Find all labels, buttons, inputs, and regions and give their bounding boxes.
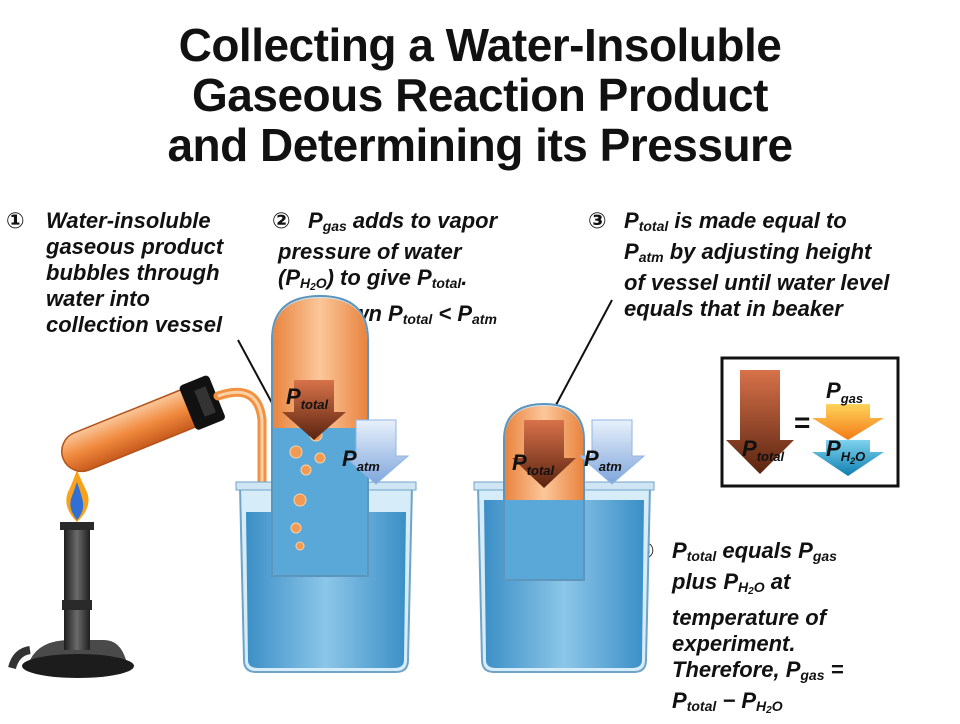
step-3-number: ③	[588, 208, 607, 233]
p-symbol: P	[624, 239, 639, 264]
box-p-total-label: Ptotal	[742, 436, 785, 464]
step-1-line: Water-insoluble	[46, 208, 211, 233]
h-subscript: H	[300, 275, 311, 291]
step-4-text-part: plus P	[672, 569, 739, 594]
step-2-number: ②	[272, 208, 291, 233]
step-4-line: experiment.	[672, 631, 796, 656]
h-subscript: H	[738, 579, 749, 595]
p-atm-label-right: Patm	[584, 446, 622, 474]
step-4-text-part: at	[764, 569, 791, 594]
step-2-text-part: < P	[432, 301, 472, 326]
bunsen-burner	[8, 522, 134, 678]
o-subscript: O	[771, 698, 783, 714]
p-atm-arrow-left	[342, 419, 410, 485]
step-4-line: temperature of	[672, 605, 827, 630]
box-p-h2o-label: PH2O	[826, 436, 865, 466]
title-line-2: Gaseous Reaction Product	[192, 69, 768, 121]
atm-subscript: atm	[638, 249, 664, 265]
gas-subscript: gas	[812, 548, 837, 564]
p-symbol: P	[624, 208, 639, 233]
two-subscript: 2	[766, 705, 772, 716]
p-symbol: P	[308, 208, 323, 233]
o-subscript: O	[753, 579, 765, 595]
h-subscript: H	[756, 698, 767, 714]
total-subscript: total	[686, 548, 717, 564]
p-atm-arrow-right	[578, 419, 646, 485]
gas-subscript: gas	[800, 667, 825, 683]
flame-icon	[66, 470, 89, 522]
step-3-text-part: is made equal to	[668, 208, 847, 233]
p-atm-label-left: Patm	[342, 446, 380, 474]
p-symbol: P	[672, 538, 687, 563]
step-1-line: water into	[46, 286, 150, 311]
step-4-text-part: equals P	[716, 538, 813, 563]
step-2-text-part: adds to vapor	[346, 208, 498, 233]
total-subscript: total	[638, 218, 669, 234]
total-subscript: total	[402, 311, 433, 327]
step-4-text-part: − P	[716, 688, 756, 713]
step-3-text: ③ Ptotal is made equal to Patm by adjust…	[588, 208, 889, 322]
pressure-equation-box	[720, 356, 900, 488]
o-subscript: O	[315, 275, 327, 291]
p-total-arrow-left	[282, 380, 346, 440]
step-1-number: ①	[6, 208, 25, 233]
step-1-text: ① Water-insoluble gaseous product bubble…	[6, 208, 223, 338]
step-2-text-part: ) to give P	[326, 265, 432, 290]
step-3-text-part: by adjusting height	[663, 239, 872, 264]
p-total-arrow-right	[512, 420, 576, 488]
leader-line-step-3	[547, 299, 613, 421]
atm-subscript: atm	[472, 311, 497, 327]
p-total-label-right: Ptotal	[512, 450, 555, 478]
diagram-title: Collecting a Water-Insoluble Gaseous Rea…	[0, 20, 960, 170]
collection-vessel-left	[271, 294, 369, 577]
reaction-test-tube	[61, 375, 225, 473]
step-1-line: bubbles through	[46, 260, 220, 285]
total-subscript: total	[686, 698, 717, 714]
step-4-text-part: Therefore, P	[672, 657, 801, 682]
gas-subscript: gas	[322, 218, 347, 234]
step-2-text-part: .	[461, 265, 468, 290]
title-line-1: Collecting a Water-Insoluble	[178, 19, 782, 71]
step-2-line: pressure of water	[278, 239, 462, 264]
step-1-line: collection vessel	[46, 312, 223, 337]
p-symbol: P	[672, 688, 687, 713]
p-total-label-left: Ptotal	[286, 384, 329, 412]
step-3-line: equals that in beaker	[624, 296, 843, 321]
two-subscript: 2	[748, 586, 754, 597]
two-subscript: 2	[310, 282, 316, 293]
total-subscript: total	[431, 275, 462, 291]
equals-sign: =	[794, 407, 810, 438]
box-p-gas-label: Pgas	[826, 378, 863, 406]
step-1-line: gaseous product	[46, 234, 224, 259]
step-4-text-part: =	[824, 657, 844, 682]
step-3-line: of vessel until water level	[624, 270, 890, 295]
title-line-3: and Determining its Pressure	[167, 119, 793, 171]
step-2-text-part: (P	[278, 265, 300, 290]
